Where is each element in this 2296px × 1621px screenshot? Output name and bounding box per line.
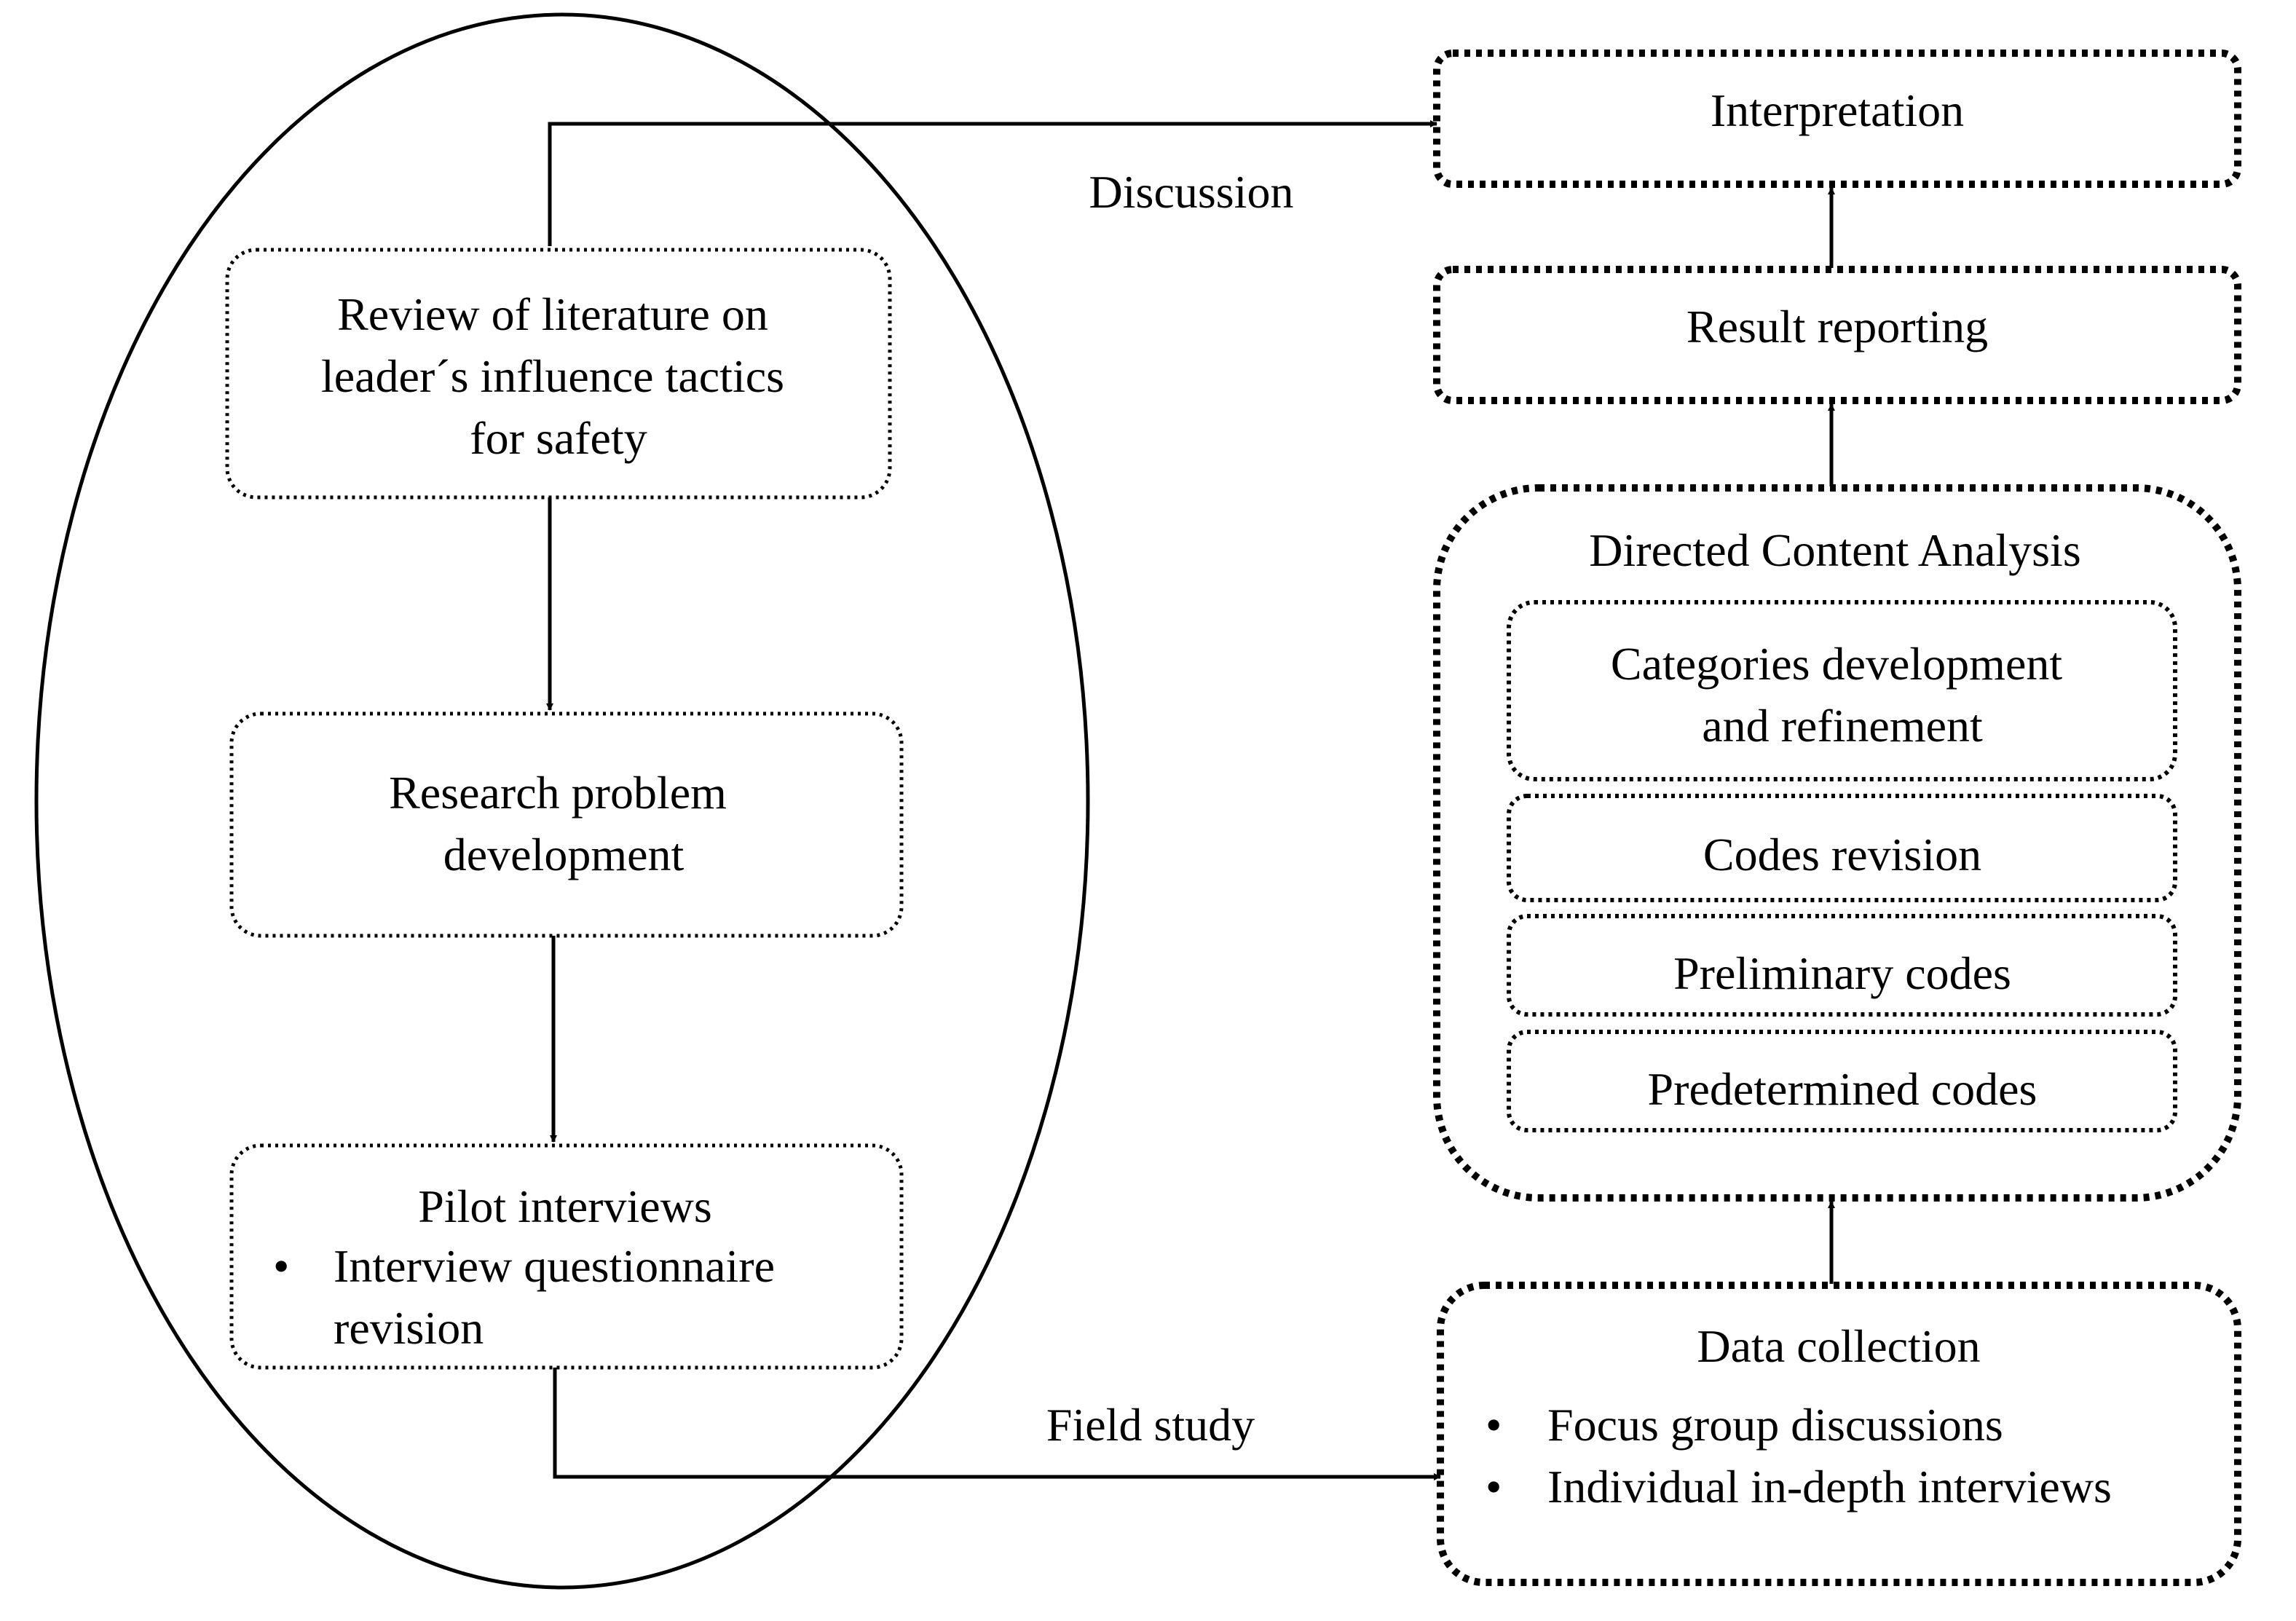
categories-box [1507,600,2177,781]
data-collection-box [1437,1282,2241,1586]
review-literature-node: Review of literature on leader´s influen… [225,248,892,500]
codes-revision-box [1507,794,2177,902]
review-literature-box [225,248,892,500]
directed-content-analysis-node: Directed Content Analysis Categories dev… [1433,484,2241,1202]
preliminary-codes-box [1507,914,2177,1017]
field-study-label: Field study [1046,1399,1255,1451]
discussion-label: Discussion [1089,166,1294,218]
pilot-item: Interview questionnaire revision [334,1240,786,1354]
research-problem-label: Research problem development [389,767,738,880]
categories-label: Categories development and refinement [1611,638,2074,752]
predetermined-codes-box [1507,1030,2177,1132]
result-reporting-label: Result reporting [1687,301,1988,352]
pilot-interviews-box [229,1143,904,1370]
preliminary-codes-label: Preliminary codes [1673,947,2011,999]
pilot-interviews-node: Pilot interviews • Interview questionnai… [229,1143,904,1370]
pilot-bullet: • [273,1240,289,1292]
interpretation-box [1433,50,2241,188]
data-collection-item-2: Individual in-depth interviews [1547,1461,2112,1512]
result-reporting-node: Result reporting [1433,266,2241,404]
data-collection-bullet-1: • [1486,1399,1502,1451]
predetermined-codes-label: Predetermined codes [1648,1063,2037,1115]
pilot-item-line-2: revision [334,1302,484,1354]
data-collection-item-1: Focus group discussions [1547,1399,2003,1451]
review-line-2: leader´s influence tactics [321,350,784,402]
pilot-item-line-1: Interview questionnaire [334,1240,775,1292]
research-line-1: Research problem [389,767,727,819]
arrow-review-to-interpretation [548,120,1437,246]
data-collection-bullet-2: • [1486,1461,1502,1512]
codes-revision-label: Codes revision [1703,829,1981,880]
result-reporting-box [1433,266,2241,404]
data-collection-title: Data collection [1697,1320,1980,1372]
arrow-pilot-to-data-collection [553,1368,1441,1480]
review-line-1: Review of literature on [337,288,768,340]
categories-line-2: and refinement [1702,700,1983,752]
review-literature-label: Review of literature on leader´s influen… [321,288,796,464]
data-collection-node: Data collection • Focus group discussion… [1437,1282,2241,1586]
research-line-2: development [443,829,685,880]
preparation-phase-ellipse [34,12,1090,1590]
research-problem-node: Research problem development [229,711,904,938]
directed-content-analysis-title: Directed Content Analysis [1589,524,2080,576]
research-problem-box [229,711,904,938]
interpretation-node: Interpretation [1433,50,2241,188]
review-line-3: for safety [470,412,647,464]
categories-line-1: Categories development [1611,638,2062,690]
pilot-interviews-title: Pilot interviews [418,1180,712,1232]
interpretation-label: Interpretation [1711,84,1964,136]
